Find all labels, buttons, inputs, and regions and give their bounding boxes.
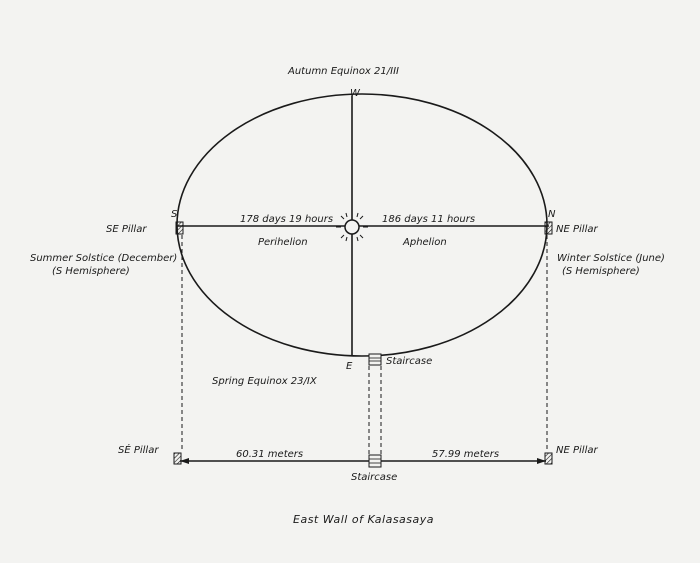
ne-pillar-label: NE Pillar <box>556 224 598 235</box>
sun-icon <box>336 211 368 243</box>
projection-lines <box>181 235 548 455</box>
south-label: S <box>171 209 178 220</box>
se-pillar-upper <box>175 221 184 235</box>
winter-solstice-label: Winter Solstice (June) <box>557 253 665 264</box>
ne-pillar-lower <box>544 452 553 465</box>
summer-solstice-label: Summer Solstice (December) <box>30 253 177 264</box>
summer-hemisphere-label: (S Hemisphere) <box>52 266 130 277</box>
diagram-caption: East Wall of Kalasasaya <box>293 513 434 526</box>
staircase-lower-label: Staircase <box>351 472 397 483</box>
arrowhead-right <box>537 458 546 464</box>
perihelion-label: Perihelion <box>258 237 308 248</box>
staircase-upper-icon <box>368 353 382 366</box>
winter-hemisphere-label: (S Hemisphere) <box>562 266 640 277</box>
perihelion-time-label: 178 days 19 hours <box>240 214 333 225</box>
distance-right-label: 57.99 meters <box>432 449 499 460</box>
west-label: W <box>350 88 361 99</box>
arrowhead-left <box>180 458 189 464</box>
north-label: N <box>548 209 556 220</box>
east-label: E <box>346 361 353 372</box>
ne-pillar-upper <box>544 221 553 235</box>
staircase-upper-label: Staircase <box>386 356 432 367</box>
se-pillar-bottom-label: SÉ Pillar <box>118 443 159 456</box>
spring-equinox-label: Spring Equinox 23/IX <box>212 376 318 387</box>
se-pillar-label: SE Pillar <box>106 224 147 235</box>
distance-left-label: 60.31 meters <box>236 449 303 460</box>
aphelion-time-label: 186 days 11 hours <box>382 214 475 225</box>
aphelion-label: Aphelion <box>402 237 447 248</box>
se-pillar-lower <box>173 452 182 465</box>
autumn-equinox-label: Autumn Equinox 21/III <box>287 66 399 77</box>
ne-pillar-bottom-label: NE Pillar <box>556 445 598 456</box>
orbit-ellipse <box>176 93 548 357</box>
staircase-lower-icon <box>368 454 382 468</box>
